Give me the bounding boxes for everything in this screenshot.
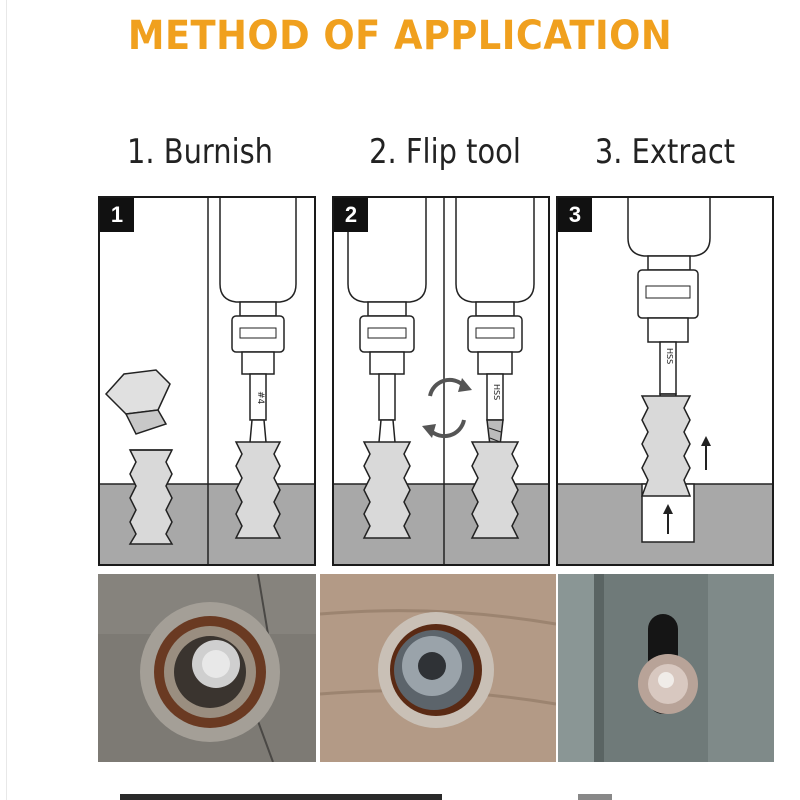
drill-icon: #4 (219, 198, 297, 456)
bolt-head-icon (104, 369, 171, 435)
bolt-shank-right (470, 441, 520, 539)
step-1-label: 1. Burnish (126, 132, 273, 172)
step-2-badge: 2 (334, 198, 368, 232)
bolt-shank-left (362, 441, 412, 539)
up-arrow-icon (663, 504, 673, 534)
step-2-label: 2. Flip tool (369, 132, 521, 172)
page-edge-line (6, 0, 7, 800)
bit-mark: HSS (665, 348, 674, 364)
page-title: METHOD OF APPLICATION (127, 13, 673, 59)
next-image-strip-left (120, 794, 442, 800)
up-arrow-icon (701, 436, 711, 470)
bit-mark: HSS (492, 384, 501, 400)
step-1-badge: 1 (100, 198, 134, 232)
step-1-panel: 1 #4 (98, 196, 316, 566)
bit-mark: #4 (255, 391, 265, 405)
rotate-arrows-icon (422, 377, 472, 439)
extract-illustration: HSS (558, 198, 772, 564)
flip-tool-illustration: HSS (334, 198, 548, 564)
drill-icon: HSS (627, 198, 711, 436)
burnish-illustration: #4 (100, 198, 314, 564)
bolt-shank-right (234, 441, 282, 539)
step-3-badge: 3 (558, 198, 592, 232)
step-3-label: 3. Extract (594, 132, 736, 172)
photo-burnished-bolt (98, 574, 316, 762)
bolt-shank-left (128, 449, 174, 545)
drill-icon (347, 198, 427, 456)
step-3-panel: 3 HSS (556, 196, 774, 566)
drill-icon: HSS (455, 198, 535, 462)
photo-drilled-bolt (320, 574, 556, 762)
bolt-shank-extracted (640, 395, 692, 497)
photo-extracted-bolt (558, 574, 774, 762)
step-2-panel: 2 HSS (332, 196, 550, 566)
next-image-strip-right (578, 794, 612, 800)
